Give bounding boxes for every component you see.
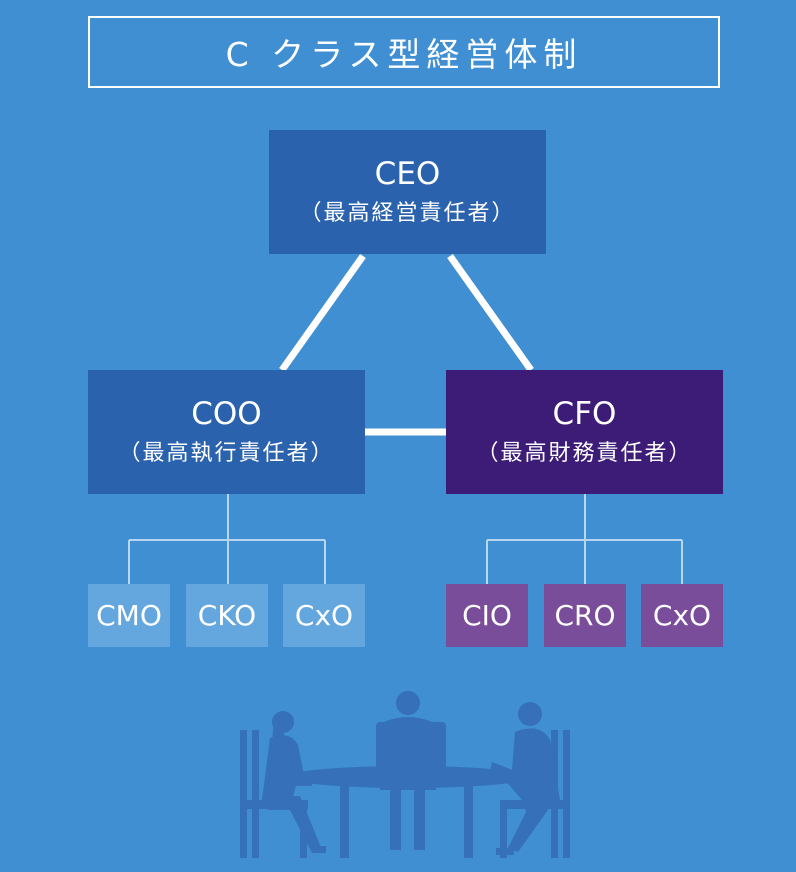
ceo-cfo-connector [447,253,534,373]
coo-branch-lines [128,494,326,584]
ceo-box: CEO （最高経営責任者） [269,130,546,254]
cfo-sub-cro: CRO [544,584,626,647]
ceo-full-title: （最高経営責任者） [299,201,516,226]
cfo-sub-cio: CIO [446,584,528,647]
ceo-coo-connector [279,253,366,373]
coo-full-title: （最高執行責任者） [118,441,335,466]
coo-sub-cmo: CMO [88,584,170,647]
cfo-abbr: CFO [552,396,617,432]
cfo-sub-cxo: CxO [641,584,723,647]
cfo-branch-lines [486,494,683,584]
diagram-title: C クラス型経営体制 [88,16,720,88]
cfo-full-title: （最高財務責任者） [476,441,693,466]
ceo-abbr: CEO [374,156,441,192]
coo-sub-cxo: CxO [283,584,365,647]
coo-sub-cko: CKO [186,584,268,647]
coo-abbr: COO [191,396,262,432]
cfo-box: CFO （最高財務責任者） [446,370,723,494]
diagram-title-text: C クラス型経営体制 [225,35,583,74]
coo-box: COO （最高執行責任者） [88,370,365,494]
